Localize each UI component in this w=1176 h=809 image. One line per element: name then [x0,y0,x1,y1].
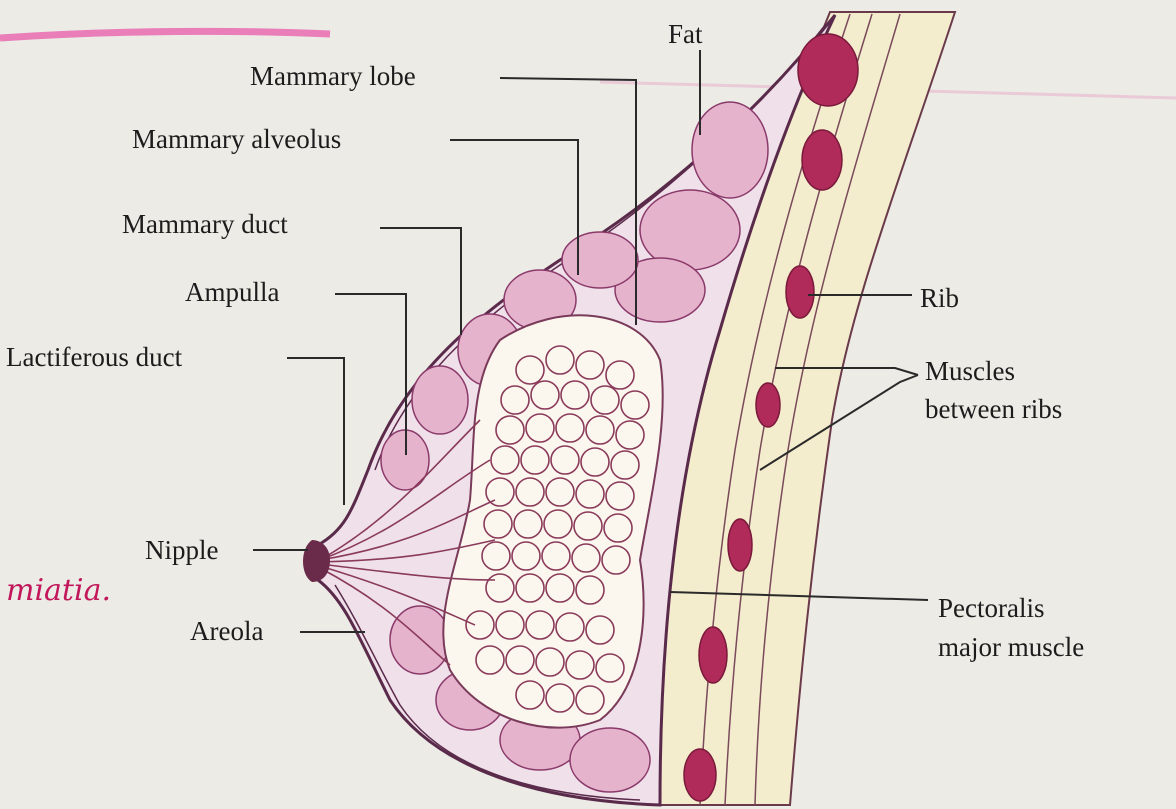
handwritten-note: miatia. [6,573,111,608]
label-ampulla: Ampulla [185,277,280,307]
label-muscles-between-ribs-line2: between ribs [925,394,1062,424]
highlighter-mark [0,31,330,38]
label-mammary-alveolus: Mammary alveolus [132,124,341,154]
leader-lactiferous-duct [287,358,344,505]
leader-mammary-alveolus [450,140,578,275]
label-pectoralis-line2: major muscle [938,632,1084,662]
leader-mammary-duct [380,228,461,335]
label-nipple: Nipple [145,535,219,565]
label-areola: Areola [190,616,263,646]
label-mammary-duct: Mammary duct [122,209,288,239]
label-rib: Rib [920,283,959,313]
label-muscles-between-ribs-line1: Muscles [925,356,1015,386]
label-mammary-lobe: Mammary lobe [250,61,416,91]
label-lactiferous-duct: Lactiferous duct [6,342,183,372]
label-pectoralis-line1: Pectoralis [938,593,1044,623]
label-fat: Fat [668,19,703,49]
